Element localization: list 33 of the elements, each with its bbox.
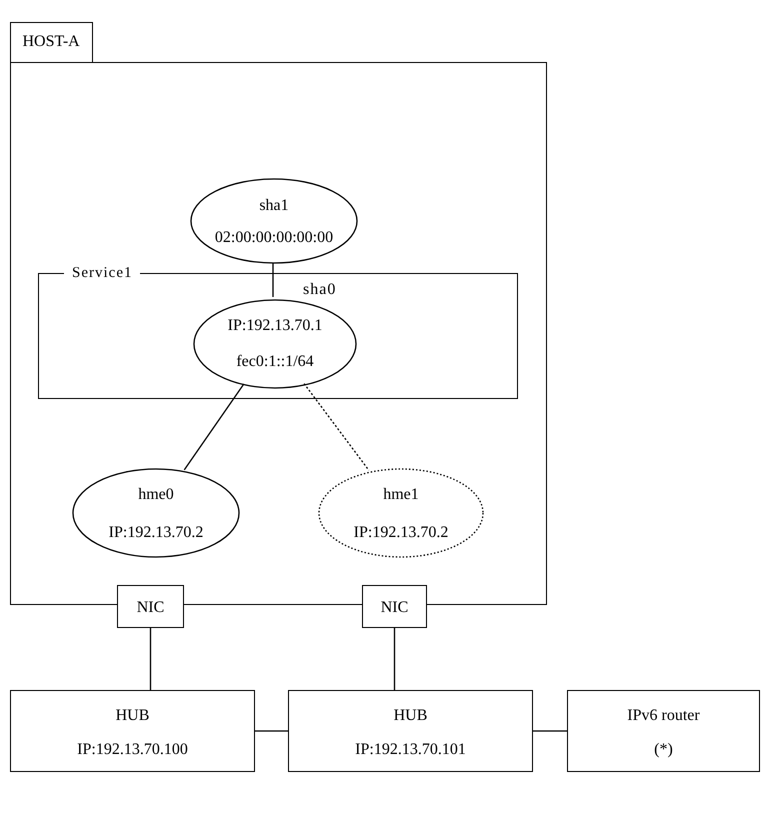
node-detail: IP:192.13.70.101 xyxy=(354,740,467,760)
node-title: hme1 xyxy=(382,485,420,505)
node-title: HUB xyxy=(114,706,150,726)
device-box xyxy=(288,690,533,772)
connector-line xyxy=(304,383,370,471)
host-label: HOST-A xyxy=(10,22,93,63)
node-detail: 02:00:00:00:00:00 xyxy=(214,228,334,248)
node-title: sha1 xyxy=(258,196,290,216)
node-title: IP:192.13.70.1 xyxy=(226,316,324,336)
node-detail: IP:192.13.70.100 xyxy=(76,740,189,760)
node-title: IPv6 router xyxy=(626,706,701,726)
interface-ellipse xyxy=(72,468,240,558)
interface-name: sha0 xyxy=(303,280,336,300)
connector-line xyxy=(272,263,274,297)
device-box xyxy=(362,585,427,628)
interface-ellipse xyxy=(190,178,358,264)
device-box xyxy=(567,690,760,772)
node-detail: fec0:1::1/64 xyxy=(235,352,315,372)
node-title: NIC xyxy=(136,598,166,618)
connector-line xyxy=(255,730,288,732)
interface-ellipse xyxy=(318,468,484,558)
node-title: HUB xyxy=(392,706,428,726)
device-box xyxy=(117,585,184,628)
node-detail: IP:192.13.70.2 xyxy=(352,522,450,543)
node-detail: (*) xyxy=(653,740,674,760)
node-title: NIC xyxy=(380,598,410,618)
connector-line xyxy=(150,628,152,690)
connector-line xyxy=(533,730,567,732)
device-box xyxy=(10,690,255,772)
node-title: hme0 xyxy=(137,485,175,505)
connector-line xyxy=(394,628,396,690)
node-detail: IP:192.13.70.2 xyxy=(108,522,204,543)
connector-line xyxy=(184,384,244,470)
